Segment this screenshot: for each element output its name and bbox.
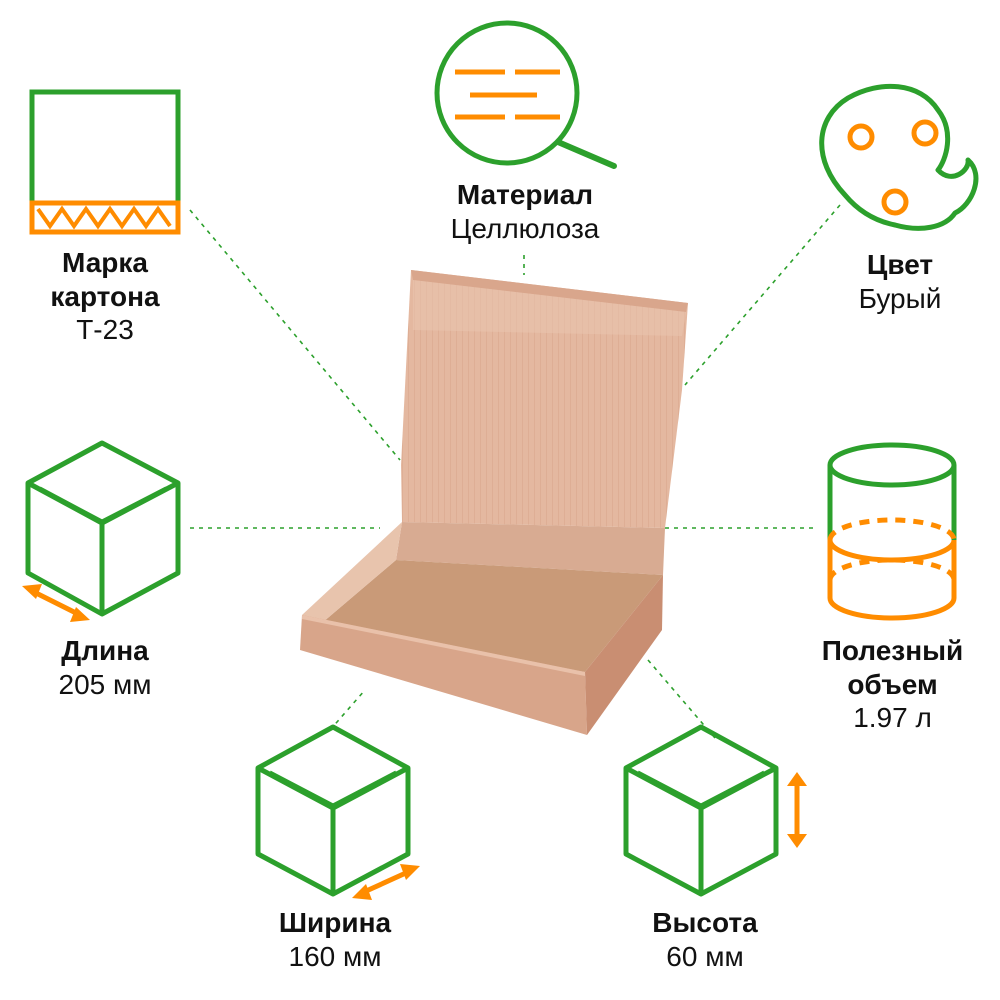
material-title: Материал	[456, 179, 594, 210]
spec-height: Высота 60 мм	[605, 906, 805, 973]
volume-value: 1.97 л	[853, 702, 932, 734]
board-grade-title-line2: картона	[50, 280, 160, 312]
material-value: Целлюлоза	[450, 212, 600, 244]
board-grade-value: Т-23	[76, 314, 134, 346]
connector-board	[189, 209, 401, 461]
spec-material: Материал Целлюлоза	[390, 178, 660, 245]
spec-volume: Полезный объем 1.97 л	[790, 634, 995, 735]
width-value: 160 мм	[288, 940, 382, 972]
spec-color: Цвет Бурый	[810, 248, 990, 315]
connector-height	[647, 659, 716, 739]
connector-width	[329, 689, 366, 731]
length-arrow-icon	[22, 584, 90, 622]
width-title: Ширина	[278, 907, 392, 938]
magnifier-icon	[434, 20, 617, 169]
height-value: 60 мм	[666, 940, 744, 972]
palette-icon	[819, 83, 979, 231]
spec-length: Длина 205 мм	[10, 634, 200, 701]
box-front-wall	[300, 615, 587, 735]
volume-title-line1: Полезный	[821, 635, 964, 666]
box-floor	[316, 560, 663, 672]
volume-title-line2: объем	[847, 668, 938, 700]
length-title: Длина	[61, 635, 149, 666]
connector-lines	[189, 204, 841, 739]
cube-length-icon	[25, 440, 181, 617]
connector-color	[684, 204, 841, 386]
spec-width: Ширина 160 мм	[235, 906, 435, 973]
corrugated-board-icon	[29, 89, 181, 235]
board-grade-title-line1: Марка	[62, 247, 148, 278]
length-value: 205 мм	[58, 668, 152, 700]
height-arrow-icon	[787, 772, 807, 848]
color-value: Бурый	[858, 282, 942, 314]
cylinder-volume-icon	[827, 442, 957, 621]
height-title: Высота	[652, 907, 758, 938]
cube-width-icon	[255, 724, 411, 897]
cardboard-box-image	[300, 270, 688, 735]
box-side-wall	[585, 575, 663, 735]
color-title: Цвет	[866, 249, 934, 280]
cube-height-icon	[623, 724, 779, 897]
width-arrow-icon	[352, 864, 420, 900]
spec-board-grade: Марка картона Т-23	[10, 246, 200, 347]
